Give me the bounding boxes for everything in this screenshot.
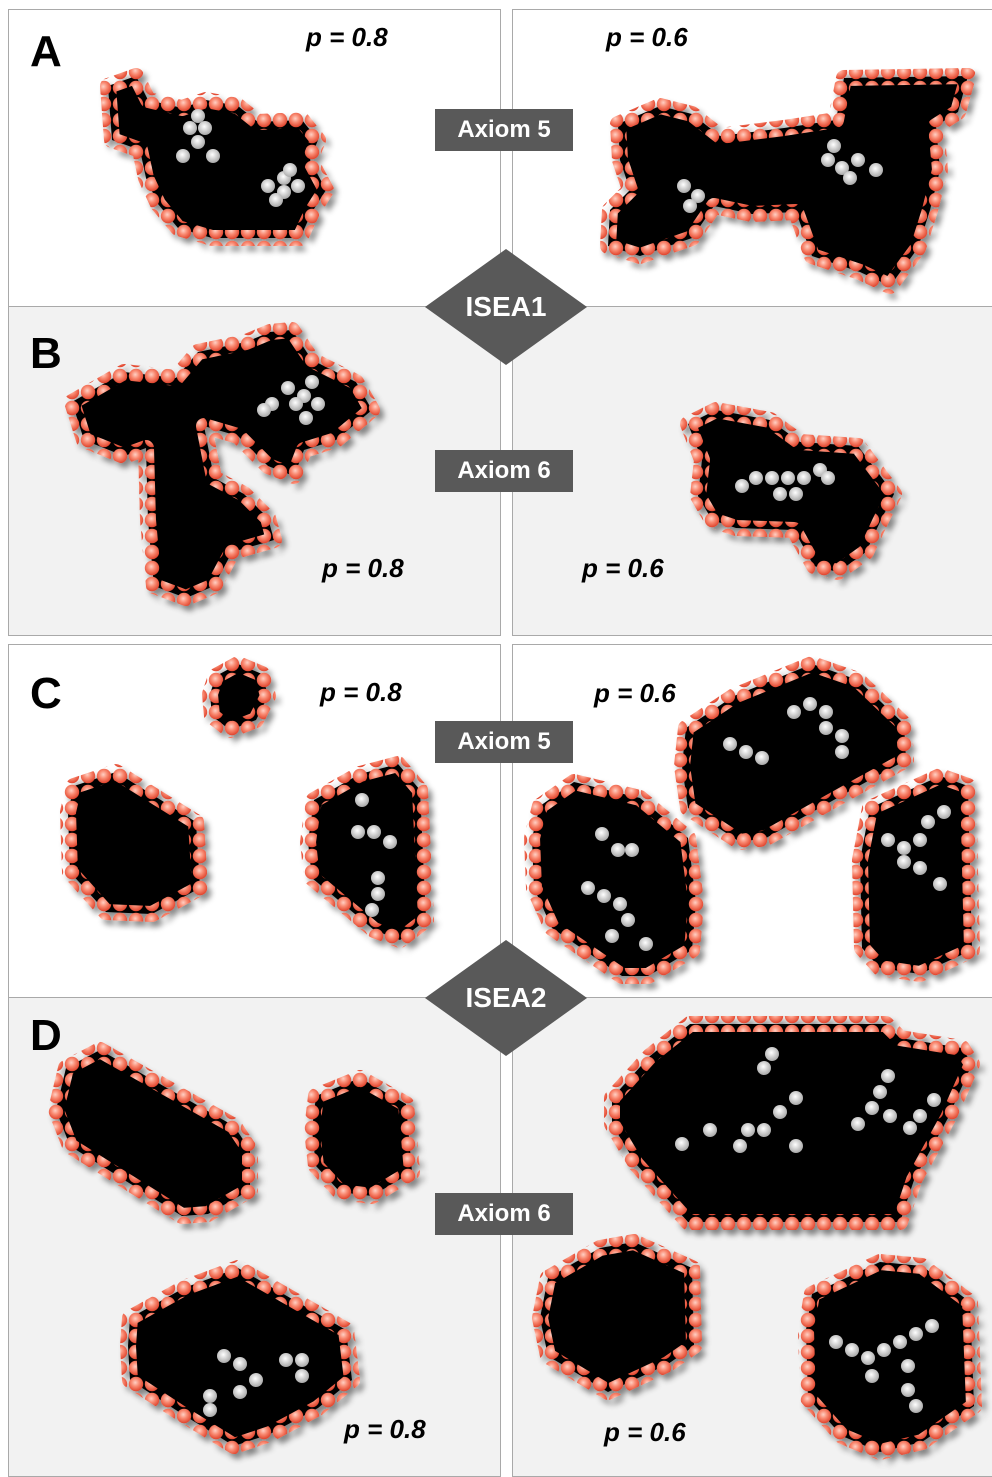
grid-label-isea1-text: ISEA1 <box>425 249 587 365</box>
panel-letter-c: C <box>30 672 62 716</box>
p-label-a-right: p = 0.6 <box>606 24 688 50</box>
axiom-label-b: Axiom 6 <box>435 450 573 492</box>
panel-letter-a: A <box>30 30 62 74</box>
p-label-b-left: p = 0.8 <box>322 555 404 581</box>
grid-label-isea2-text: ISEA2 <box>425 940 587 1056</box>
p-label-a-left: p = 0.8 <box>306 24 388 50</box>
cluster-c-right-right <box>860 776 972 974</box>
cluster-d-right-left <box>540 1242 694 1392</box>
panel-letter-b: B <box>30 332 62 376</box>
p-label-b-right: p = 0.6 <box>582 555 664 581</box>
cluster-c-left-hex <box>68 772 200 914</box>
cluster-d-left-mid <box>312 1078 412 1196</box>
panel-letter-d: D <box>30 1014 62 1058</box>
axiom-label-c: Axiom 5 <box>435 721 573 763</box>
axiom-label-d: Axiom 6 <box>435 1193 573 1235</box>
cluster-d-right-right <box>806 1262 974 1452</box>
grid-label-isea2: ISEA2 <box>425 940 587 1056</box>
p-label-d-right: p = 0.6 <box>604 1419 686 1445</box>
p-label-c-right: p = 0.6 <box>594 680 676 706</box>
cluster-d-right-top <box>612 1024 972 1222</box>
cluster-a-right <box>608 76 968 286</box>
cluster-d-left-top <box>56 1050 250 1216</box>
cluster-c-left-small <box>210 664 268 730</box>
grid-label-isea1: ISEA1 <box>425 249 587 365</box>
p-label-d-left: p = 0.8 <box>344 1416 426 1442</box>
p-label-c-left: p = 0.8 <box>320 679 402 705</box>
axiom-label-a: Axiom 5 <box>435 109 573 151</box>
